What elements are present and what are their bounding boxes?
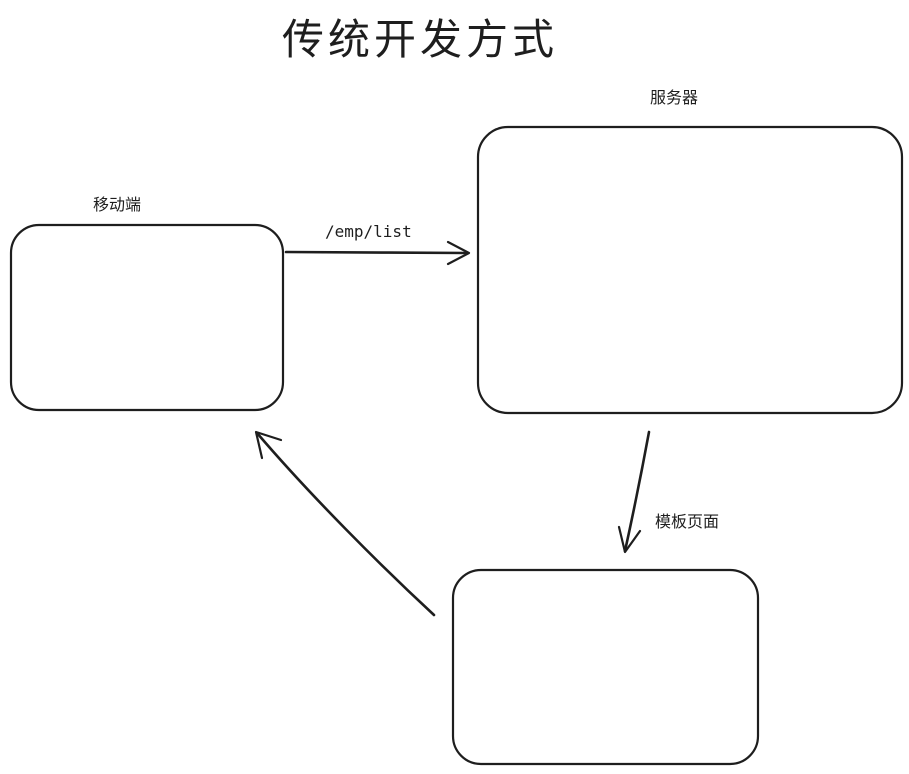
mobile-node-box[interactable] (9, 223, 285, 412)
template-node-box[interactable] (451, 568, 760, 766)
mobile-node-label: 移动端 (93, 195, 142, 214)
template-node-label: 模板页面 (655, 512, 720, 531)
arrow-server-to-template[interactable] (617, 430, 651, 554)
edge-label-mobile-to-server: /emp/list (325, 222, 412, 241)
arrow-mobile-to-server[interactable] (284, 240, 471, 266)
diagram-title: 传统开发方式 (281, 15, 558, 64)
server-node-box[interactable] (476, 125, 904, 415)
server-node-label: 服务器 (650, 88, 699, 107)
arrow-template-to-mobile[interactable] (254, 430, 436, 617)
